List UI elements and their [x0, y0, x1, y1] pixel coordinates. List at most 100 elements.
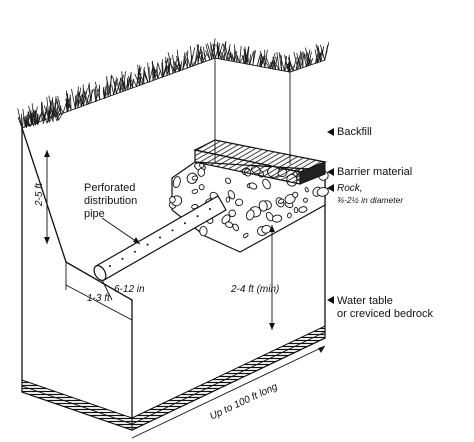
pipe-hole — [184, 222, 186, 225]
grass-blade — [203, 52, 206, 62]
grass-blade — [317, 45, 322, 62]
grass-blade — [210, 44, 213, 60]
rock-stone — [198, 184, 205, 191]
grass-blade — [182, 52, 187, 70]
grass-blade — [296, 52, 301, 69]
backfill-pointer — [327, 128, 334, 136]
rock-stone — [265, 211, 274, 222]
grass-blade — [28, 113, 35, 127]
grass-blade — [236, 54, 240, 64]
barrier-pointer — [327, 168, 334, 176]
rock-label: Rock, — [337, 183, 363, 194]
bedrock-label: or creviced bedrock — [337, 308, 433, 320]
rock-stone — [316, 187, 329, 197]
grass-blade — [48, 114, 54, 123]
grass-blade — [93, 88, 97, 102]
grass-blade — [243, 48, 248, 65]
pipe-label-line1: Perforated — [84, 182, 135, 194]
grass-blade — [200, 52, 204, 63]
rock-stone — [292, 191, 299, 198]
grass-blade — [259, 50, 266, 68]
grass-blade — [293, 51, 299, 70]
rock-stone — [258, 200, 268, 212]
barrier-side — [299, 161, 326, 185]
ground-surface-line — [21, 57, 326, 129]
grass-blade — [174, 63, 179, 73]
grass-blade — [324, 42, 330, 61]
rock-stone — [172, 176, 181, 189]
rock-stone — [293, 207, 299, 214]
rock-stone — [227, 190, 236, 200]
grass-blade — [273, 59, 276, 70]
grass-blade — [285, 60, 289, 72]
grass-blade — [219, 50, 225, 60]
depth-below-label: 2-4 ft (min) — [230, 284, 279, 295]
pipe-end — [93, 265, 107, 281]
label-pointers — [327, 128, 334, 304]
rock-stone — [232, 223, 239, 232]
grass-blade — [305, 54, 312, 65]
pipe-spacing-dim-line — [101, 279, 113, 301]
rock-stone — [304, 187, 309, 193]
grass-blade — [56, 112, 61, 122]
trench-bottom-edge — [65, 261, 133, 301]
grass-blade — [120, 78, 126, 91]
grass-blade — [279, 54, 285, 72]
grass-blade — [222, 43, 228, 61]
grass-blade — [136, 68, 141, 87]
grass-blade — [70, 97, 72, 111]
rock-stone — [303, 197, 308, 203]
grass-blade — [284, 55, 287, 72]
grass-blade — [90, 89, 93, 103]
grass-blade — [190, 45, 193, 67]
grass-blade — [233, 51, 238, 62]
grass-blade — [224, 44, 230, 61]
grass-blade — [151, 61, 156, 80]
grass-blade — [278, 52, 282, 71]
grass-blade — [165, 56, 168, 76]
rock-stone — [262, 178, 271, 190]
rock-stone — [191, 175, 199, 181]
pipe-leader — [101, 217, 141, 245]
grass-blade — [143, 70, 149, 83]
bedrock-mid-line — [21, 331, 326, 425]
pipe-perforations — [109, 208, 211, 267]
grass-blade — [43, 113, 48, 124]
grass-blade — [265, 61, 270, 69]
grass-blade — [88, 89, 94, 105]
grass-blade — [233, 44, 238, 63]
grass-blade — [56, 101, 62, 115]
pipe-hole — [159, 236, 161, 239]
rock-stone — [225, 177, 232, 185]
grass-blade — [37, 111, 42, 125]
rock-stone — [271, 214, 283, 223]
water-table-label: Water table — [337, 295, 393, 307]
grass-blade — [252, 50, 256, 66]
rock-stone — [225, 196, 231, 203]
grass-blade — [268, 61, 273, 69]
grass-blade — [314, 49, 318, 64]
grass-blade — [111, 84, 114, 95]
barrier-material — [193, 139, 328, 185]
grass-blade — [260, 58, 262, 68]
grass-blade — [276, 52, 280, 71]
grass-blade — [176, 55, 181, 71]
grass-blade — [152, 64, 159, 79]
grass-blade — [71, 88, 76, 110]
pipe-hole — [121, 257, 124, 260]
grass-blade — [210, 42, 215, 59]
grass-blade — [57, 105, 62, 116]
pipe-label-line3: pipe — [84, 208, 105, 220]
grass-blade — [303, 54, 307, 67]
rock-diameter-label: ¾-2½ in diameter — [337, 195, 404, 205]
grass-blade — [114, 81, 117, 94]
backfill-label: Backfill — [337, 126, 372, 138]
barrier-material-label: Barrier material — [337, 166, 412, 178]
grass-blade — [167, 52, 174, 74]
rock-stone — [248, 182, 258, 190]
rock-stone — [228, 209, 236, 218]
grass-blade — [228, 51, 233, 62]
grass-surface — [17, 38, 330, 129]
grass-blade — [247, 56, 251, 66]
